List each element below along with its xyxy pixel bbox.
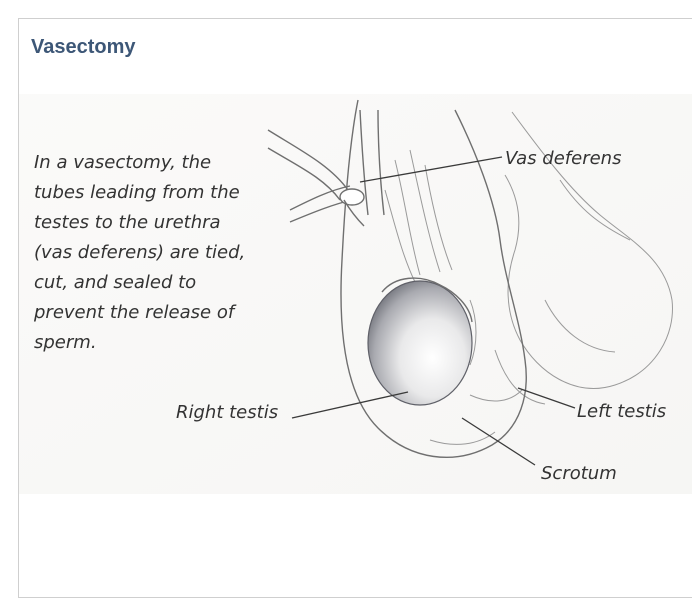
caption-line: tubes leading from the [34,182,240,203]
label-vas-deferens: Vas deferens [505,148,621,169]
page-title: Vasectomy [31,36,136,59]
caption-line: sperm. [34,332,97,353]
vasectomy-illustration: In a vasectomy, the tubes leading from t… [19,94,692,494]
label-scrotum: Scrotum [541,463,617,484]
caption-line: (vas deferens) are tied, [34,242,245,263]
caption-line: In a vasectomy, the [34,152,211,173]
label-left-testis: Left testis [577,401,666,422]
label-right-testis: Right testis [176,402,278,423]
caption: In a vasectomy, the tubes leading from t… [33,152,251,353]
caption-line: cut, and sealed to [34,272,196,293]
caption-line: prevent the release of [33,302,237,323]
caption-line: testes to the urethra [34,212,221,233]
